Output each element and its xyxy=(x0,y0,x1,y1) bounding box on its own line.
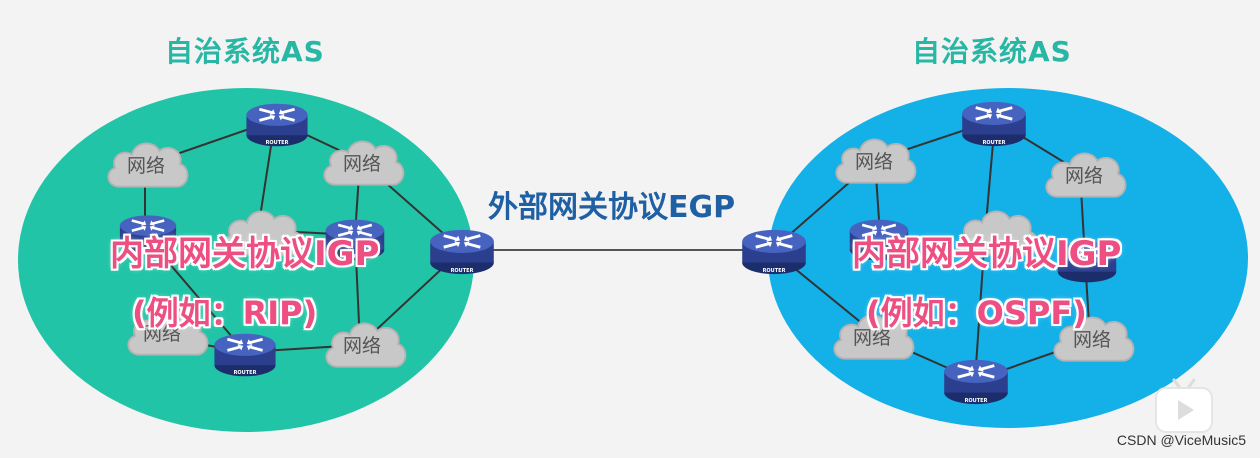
network-label: 网络 xyxy=(1073,329,1111,351)
left-igp-example: (例如：RIP) xyxy=(132,294,318,332)
right-as-title: 自治系统AS xyxy=(912,35,1072,68)
router-label: ROUTER xyxy=(451,268,474,274)
network-label: 网络 xyxy=(143,323,181,345)
left-igp-label: 内部网关协议IGP xyxy=(110,234,380,274)
router-label: ROUTER xyxy=(266,140,289,146)
network-label: 网络 xyxy=(127,155,165,177)
router-label: ROUTER xyxy=(763,268,786,274)
network-label: 网络 xyxy=(855,151,893,173)
network-label: 网络 xyxy=(343,153,381,175)
router-label: ROUTER xyxy=(965,398,988,404)
left-as-title: 自治系统AS xyxy=(165,35,325,68)
router-label: ROUTER xyxy=(983,140,1006,146)
network-label: 网络 xyxy=(1065,165,1103,187)
egp-label: 外部网关协议EGP xyxy=(488,190,736,225)
right-igp-label: 内部网关协议IGP xyxy=(852,234,1122,274)
watermark: CSDN @ViceMusic5 xyxy=(1116,432,1246,448)
right-igp-example: (例如：OSPF) xyxy=(866,294,1087,332)
router-label: ROUTER xyxy=(344,254,367,260)
network-label: 网络 xyxy=(853,327,891,349)
network-label: 网络 xyxy=(343,335,381,357)
router-label: ROUTER xyxy=(234,370,257,376)
video-player-icon xyxy=(1155,378,1213,433)
